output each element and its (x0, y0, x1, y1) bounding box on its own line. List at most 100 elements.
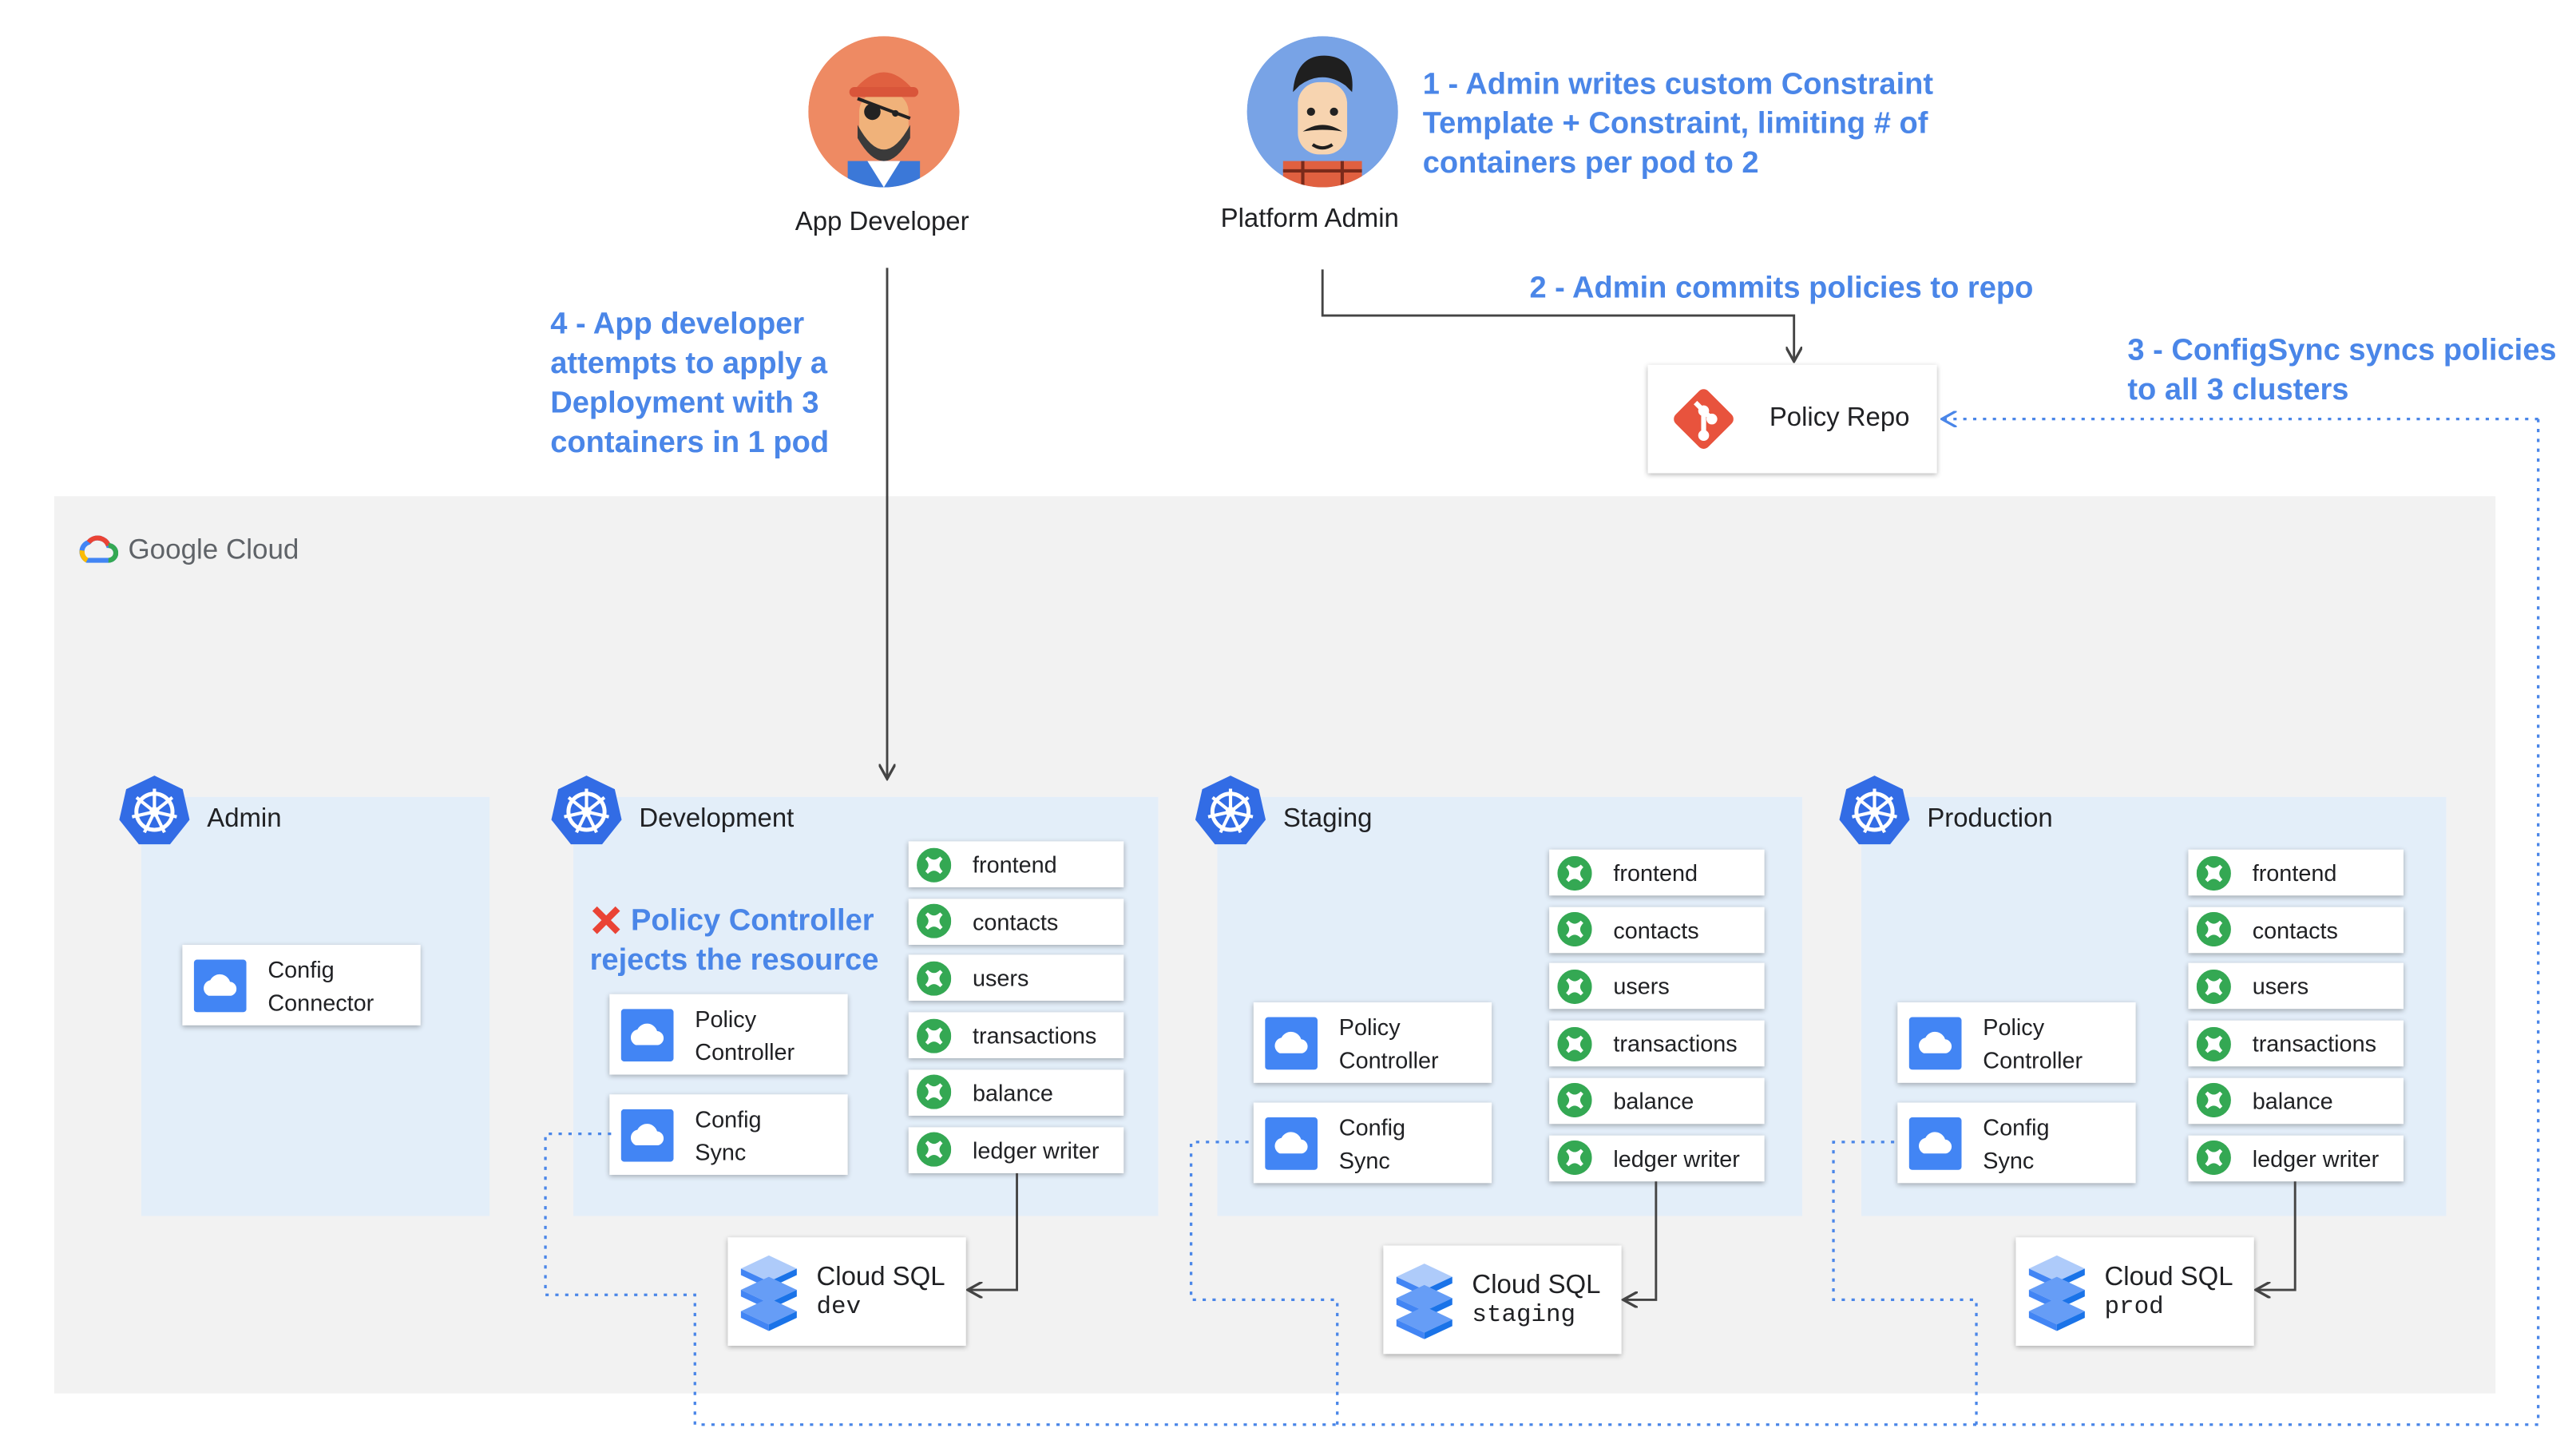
service-card: users (1549, 963, 1765, 1010)
database-name: Cloud SQL (2104, 1263, 2233, 1291)
service-label: balance (1613, 1087, 1694, 1114)
annotation-line: containers per pod to 2 (1422, 145, 1759, 180)
cluster-title-production: Production (1927, 805, 2053, 834)
annotation-line: 3 - ConfigSync syncs policies (2127, 331, 2557, 367)
database-instance: prod (2104, 1292, 2164, 1321)
prod-configsync-link (1832, 1141, 1978, 1425)
service-card: users (2188, 963, 2404, 1010)
component-label: Connector (268, 988, 375, 1015)
policy-repo-card: Policy Repo (1647, 364, 1937, 474)
microservice-icon (917, 903, 952, 939)
microservice-icon (2196, 912, 2231, 947)
service-label: frontend (2252, 859, 2337, 886)
microservice-icon (1557, 855, 1592, 891)
service-label: contacts (972, 908, 1059, 935)
service-label: balance (2252, 1087, 2333, 1114)
service-card: ledger writer (908, 1126, 1124, 1172)
cloud-service-icon (193, 958, 247, 1012)
cloud-service-icon (620, 1108, 674, 1161)
component-label: Config (268, 955, 335, 982)
cloud-sql-icon (740, 1255, 797, 1331)
component-label: Sync (695, 1137, 747, 1164)
service-card: users (908, 955, 1124, 1002)
service-label: ledger writer (2252, 1144, 2380, 1171)
service-card: transactions (2188, 1020, 2404, 1067)
microservice-icon (1557, 1026, 1592, 1061)
annotation-step-1: 1 - Admin writes custom Constraint Templ… (1423, 64, 1933, 182)
component-label: Config (695, 1105, 762, 1132)
annotation-step-4: 4 - App developer attempts to apply a De… (550, 304, 829, 462)
component-label: Policy (1338, 1013, 1401, 1040)
annotation-line: Policy Controller (631, 902, 874, 937)
database-name: Cloud SQL (1472, 1271, 1601, 1299)
dev-sql-arrow (969, 1172, 1018, 1290)
component-label: Controller (695, 1037, 795, 1065)
configsync-return-line (695, 419, 2540, 1426)
staging-configsync-link (1189, 1141, 1339, 1425)
annotation-line: Template + Constraint, limiting # of (1422, 105, 1928, 140)
component-label: Controller (1983, 1045, 2083, 1073)
service-card: transactions (908, 1012, 1124, 1059)
pirate-developer-avatar (808, 36, 960, 188)
annotation-step-3: 3 - ConfigSync syncs policies to all 3 c… (2127, 331, 2556, 410)
cloud-service-icon (1265, 1016, 1318, 1069)
reject-x-icon (592, 906, 620, 934)
admin-commit-arrow (1321, 269, 1793, 359)
service-card: ledger writer (1549, 1134, 1765, 1181)
microservice-icon (917, 1132, 952, 1167)
service-card: frontend (908, 841, 1124, 887)
staging-sql-arrow (1625, 1181, 1658, 1299)
service-label: ledger writer (1613, 1144, 1740, 1171)
component-label: Config (1338, 1113, 1406, 1140)
git-icon (1674, 389, 1734, 449)
service-label: frontend (1613, 859, 1698, 886)
service-label: users (1613, 973, 1670, 1000)
service-label: users (972, 965, 1029, 992)
component-label: Config (1983, 1113, 2050, 1140)
kubernetes-icon (1839, 776, 1910, 845)
microservice-icon (2196, 855, 2231, 891)
app-developer-label: App Developer (795, 208, 969, 237)
microservice-icon (2196, 969, 2231, 1004)
cloud-service-icon (1908, 1016, 1962, 1069)
cluster-title-staging: Staging (1282, 805, 1373, 834)
annotation-line: containers in 1 pod (550, 423, 830, 459)
annotation-step-2: 2 - Admin commits policies to repo (1529, 269, 2034, 304)
annotation-line: 1 - Admin writes custom Constraint (1422, 65, 1934, 101)
service-label: frontend (972, 851, 1057, 878)
annotation-line: rejects the resource (589, 941, 879, 977)
microservice-icon (2196, 1026, 2231, 1061)
annotation-line: attempts to apply a (550, 345, 828, 380)
service-card: contacts (1549, 906, 1765, 953)
cloud-service-icon (620, 1008, 674, 1061)
component-label: Controller (1338, 1045, 1439, 1073)
service-card: contacts (2188, 906, 2404, 953)
cloud-sql-icon (1396, 1264, 1452, 1339)
cluster-title-admin: Admin (207, 805, 282, 834)
service-label: transactions (2252, 1030, 2376, 1057)
google-cloud-label: Google Cloud (128, 534, 299, 565)
annotation-line: Deployment with 3 (550, 384, 819, 419)
microservice-icon (1557, 912, 1592, 947)
component-label: Sync (1338, 1146, 1390, 1172)
service-label: ledger writer (972, 1136, 1100, 1163)
service-label: balance (972, 1079, 1053, 1106)
kubernetes-icon (551, 776, 622, 845)
policy-rejection-note: Policy Controller rejects the resource (590, 900, 879, 979)
database-name: Cloud SQL (816, 1263, 945, 1291)
mustached-admin-avatar (1246, 36, 1398, 188)
database-instance: dev (816, 1292, 862, 1321)
annotation-line: 4 - App developer (550, 305, 805, 340)
service-card: frontend (2188, 849, 2404, 896)
microservice-icon (1557, 969, 1592, 1004)
service-label: users (2252, 973, 2309, 1000)
service-card: frontend (1549, 849, 1765, 896)
cloud-sql-icon (2028, 1255, 2085, 1331)
